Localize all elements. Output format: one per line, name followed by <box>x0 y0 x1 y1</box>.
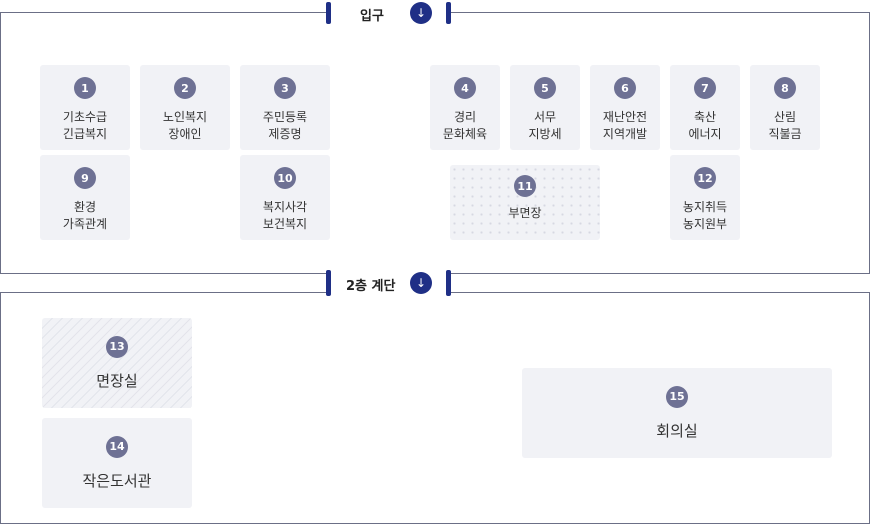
room-number-badge: 12 <box>694 167 716 189</box>
entrance-gap <box>328 8 451 18</box>
room-label: 회의실 <box>656 421 698 440</box>
arrow-down-icon[interactable]: ↓ <box>410 272 432 294</box>
room-number-badge: 1 <box>74 77 96 99</box>
stairs-label: 2층 계단 <box>346 279 396 294</box>
room-number-badge: 7 <box>694 77 716 99</box>
stairs-marker-left <box>326 270 331 296</box>
room-label: 작은도서관 <box>82 471 152 490</box>
room-number-badge: 5 <box>534 77 556 99</box>
stairs-gap-bottom <box>328 288 451 298</box>
room-number-badge: 15 <box>666 385 688 408</box>
room-number-badge: 13 <box>106 335 128 358</box>
room-number-badge: 6 <box>614 77 636 99</box>
room-label: 면장실 <box>96 371 138 390</box>
room-14[interactable]: 14 작은도서관 <box>42 418 192 508</box>
room-number-badge: 2 <box>174 77 196 99</box>
room-number-badge: 9 <box>74 167 96 189</box>
room-label: 부면장 <box>508 206 542 220</box>
room-number-badge: 4 <box>454 77 476 99</box>
room-13[interactable]: 13 면장실 <box>42 318 192 408</box>
stairs-gap-top <box>328 268 451 278</box>
room-number-badge: 3 <box>274 77 296 99</box>
entrance-label: 입구 <box>360 9 384 24</box>
room-number-badge: 10 <box>274 167 296 189</box>
entrance-marker-left <box>326 2 331 24</box>
room-11[interactable]: 11 부면장 <box>450 165 600 240</box>
room-number-badge: 8 <box>774 77 796 99</box>
stairs-marker-right <box>446 270 451 296</box>
arrow-down-icon[interactable]: ↓ <box>410 2 432 24</box>
room-15[interactable]: 15 회의실 <box>522 368 832 458</box>
room-number-badge: 11 <box>514 175 536 197</box>
room-number-badge: 14 <box>106 435 128 458</box>
entrance-marker-right <box>446 2 451 24</box>
